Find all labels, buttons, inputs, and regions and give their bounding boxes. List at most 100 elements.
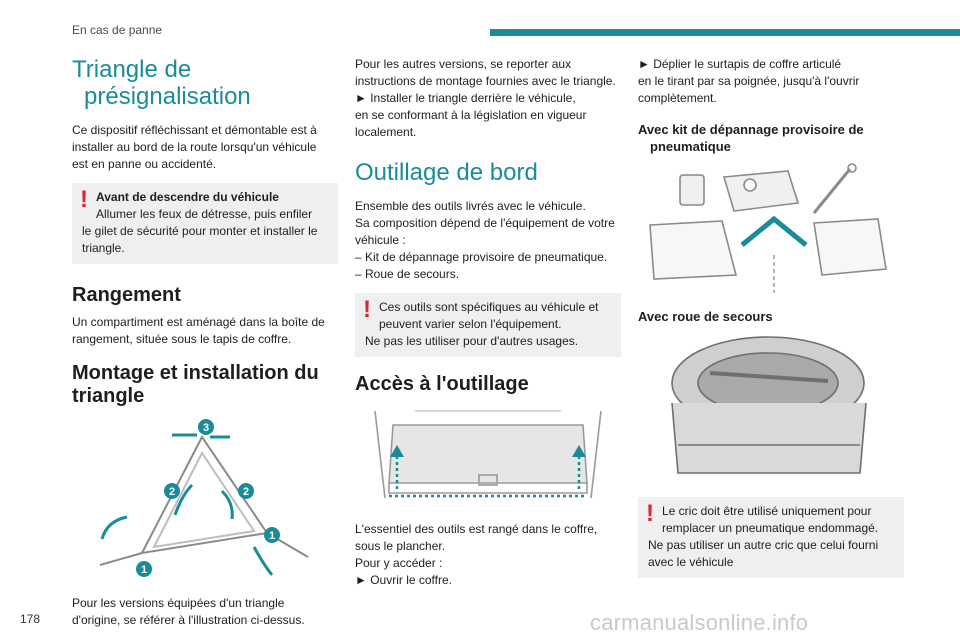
warning-line: Ne pas les utiliser pour d'autres usages…	[365, 334, 579, 348]
trunk-side-right	[590, 410, 602, 499]
title-line: présignalisation	[84, 83, 251, 110]
trunk-side-left	[374, 410, 386, 499]
text-line: Pour les autres versions, se reporter au…	[355, 57, 572, 71]
text-line: Pour les versions équipées d'un triangle	[72, 596, 285, 610]
badge-3-label: 3	[203, 422, 209, 434]
arrow-curve-mid-right	[220, 489, 234, 520]
text-line: Pour y accéder :	[355, 556, 443, 570]
trunk-floor-diagram	[374, 410, 602, 499]
warning-line: triangle.	[82, 241, 125, 255]
text-line: rangement, située sous le tapis de coffr…	[72, 332, 292, 346]
text-line: Ce dispositif réfléchissant et démontabl…	[72, 123, 317, 137]
storage-title: Rangement	[72, 284, 181, 306]
text-line: L'essentiel des outils est rangé dans le…	[355, 522, 598, 536]
watermark: carmanualsonline.info	[590, 610, 809, 635]
badge-2-left	[164, 483, 180, 499]
badge-3	[198, 419, 214, 435]
text-line: instructions de montage fournies avec le…	[355, 74, 616, 88]
arrow-curve-bottom	[252, 546, 274, 576]
title-line: Triangle de	[72, 56, 192, 83]
title-line: pneumatique	[650, 139, 731, 154]
install-step: ► Installer le triangle derrière le véhi…	[355, 90, 621, 141]
title-line: Montage et installation du	[72, 362, 319, 384]
header-accent-bar	[490, 29, 960, 36]
spare-wheel-diagram	[671, 336, 867, 474]
text-line: installer au bord de la route lorsqu'un …	[72, 140, 317, 154]
text-line: d'origine, se référer à l'illustration c…	[72, 613, 305, 627]
tools-list: – Kit de dépannage provisoire de pneumat…	[355, 249, 621, 283]
arrow-head-right	[572, 445, 586, 457]
tools-intro: Ensemble des outils livrés avec le véhic…	[355, 198, 621, 249]
arrow-head-left	[390, 445, 404, 457]
warning-title: Avant de descendre du véhicule	[96, 190, 279, 204]
mount-title: Montage et installation du triangle	[72, 362, 338, 408]
text-line: complètement.	[638, 91, 717, 105]
triangle-title: Triangle de présignalisation	[72, 56, 338, 110]
repair-kit-diagram	[649, 163, 887, 293]
arrow-curve-mid-left	[173, 483, 194, 516]
text-line: sous le plancher.	[355, 539, 446, 553]
triangle-assembly-diagram: 3 2 2 1 1	[99, 419, 309, 577]
compressor-unit	[722, 170, 800, 212]
text-line: ► Déplier le surtapis de coffre articulé	[638, 57, 842, 71]
access-title: Accès à l'outillage	[355, 373, 529, 395]
text-line: Un compartiment est aménagé dans la boît…	[72, 315, 325, 329]
warning-line: remplacer un pneumatique endommagé.	[662, 521, 879, 535]
triangle-frame-inner	[152, 451, 256, 549]
text-line: ► Ouvrir le coffre.	[355, 573, 453, 587]
badge-1-right	[264, 527, 280, 543]
storage-text: Un compartiment est aménagé dans la boît…	[72, 314, 338, 348]
warning-line: peuvent varier selon l'équipement.	[379, 317, 562, 331]
warning-line: avec le véhicule	[648, 555, 734, 569]
access-text: L'essentiel des outils est rangé dans le…	[355, 521, 621, 589]
header-section: En cas de panne	[72, 23, 163, 37]
warning-box: ! Le cric doit être utilisé uniquement p…	[638, 497, 904, 578]
warning-line: Allumer les feux de détresse, puis enfil…	[96, 207, 313, 221]
text-line: est en panne ou accidenté.	[72, 157, 217, 171]
sealant-bottle	[679, 174, 705, 206]
triangle-intro: Ce dispositif réfléchissant et démontabl…	[72, 122, 338, 173]
text-line: en se conformant à la législation en vig…	[355, 108, 587, 122]
towing-eye-ring	[847, 163, 857, 173]
text-line: localement.	[355, 125, 417, 139]
badge-1-right-label: 1	[269, 530, 275, 542]
spare-wheel-housing	[671, 402, 867, 474]
tools-title: Outillage de bord	[355, 159, 538, 186]
towing-eye	[812, 168, 852, 214]
text-line: véhicule :	[355, 233, 406, 247]
support-leg-left	[99, 552, 143, 566]
warning-line: Le cric doit être utilisé uniquement pou…	[662, 504, 872, 518]
floor-handle	[478, 474, 498, 486]
text-line: Ensemble des outils livrés avec le véhic…	[355, 199, 586, 213]
text-line: en le tirant par sa poignée, jusqu'à l'o…	[638, 74, 860, 88]
text-line: ► Installer le triangle derrière le véhi…	[355, 91, 576, 105]
list-item: – Roue de secours.	[355, 267, 460, 281]
column-3: ► Déplier le surtapis de coffre articulé…	[638, 56, 904, 594]
warning-box: ! Avant de descendre du véhicule Allumer…	[72, 183, 338, 264]
column-1: Triangle de présignalisation Ce disposit…	[72, 56, 338, 639]
title-line: triangle	[72, 385, 145, 407]
warning-line: Ne pas utiliser un autre cric que celui …	[648, 538, 879, 552]
warning-icon: !	[646, 500, 654, 527]
triangle-closing: Pour les versions équipées d'un triangle…	[72, 595, 338, 629]
step-badges	[136, 419, 280, 577]
title-line: Avec kit de dépannage provisoire de	[638, 122, 864, 137]
spare-title: Avec roue de secours	[638, 309, 773, 324]
badge-1-left	[136, 561, 152, 577]
warning-box: ! Ces outils sont spécifiques au véhicul…	[355, 293, 621, 357]
list-item: – Kit de dépannage provisoire de pneumat…	[355, 250, 608, 264]
page-number: 178	[20, 612, 41, 626]
kit-title: Avec kit de dépannage provisoire de pneu…	[638, 121, 904, 155]
warning-icon: !	[363, 296, 371, 323]
unfold-step: ► Déplier le surtapis de coffre articulé…	[638, 56, 904, 107]
badge-2-right-label: 2	[243, 486, 249, 498]
jack-tool	[709, 371, 829, 383]
storage-tray-right	[813, 218, 887, 276]
badge-1-left-label: 1	[141, 564, 147, 576]
trunk-sill	[388, 483, 588, 494]
text-line: Sa composition dépend de l'équipement de…	[355, 216, 615, 230]
badge-2-left-label: 2	[169, 486, 175, 498]
arrow-curve-left	[100, 515, 128, 540]
column-2: Pour les autres versions, se reporter au…	[355, 56, 621, 599]
other-versions-text: Pour les autres versions, se reporter au…	[355, 56, 621, 90]
